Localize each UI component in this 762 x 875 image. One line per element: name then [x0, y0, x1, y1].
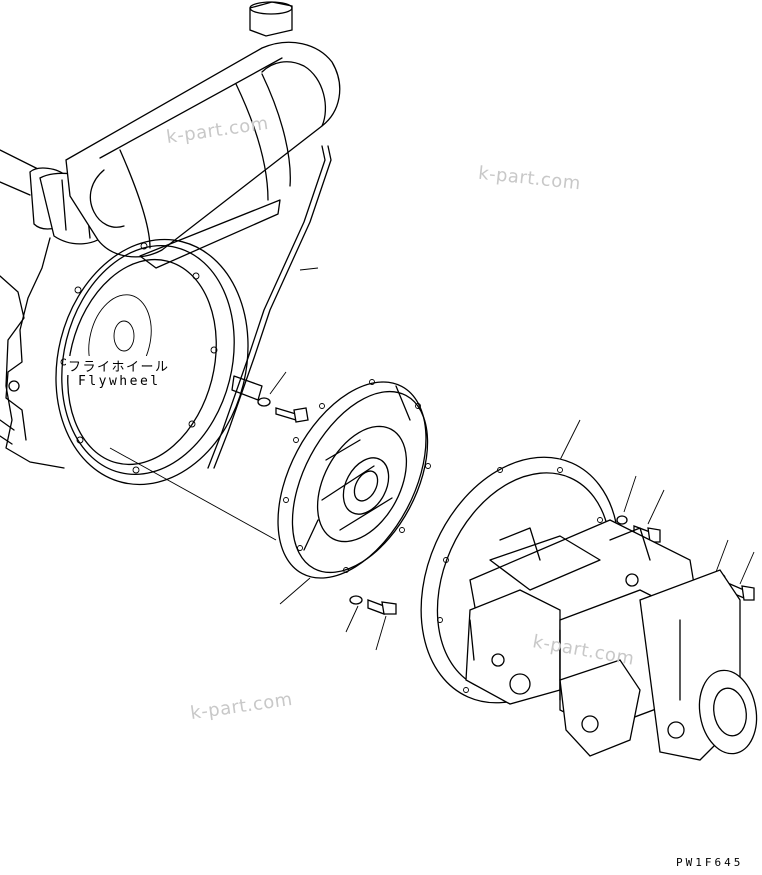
- disc-bolt-holes: [283, 379, 431, 573]
- flywheel-bolt-holes: [60, 242, 218, 474]
- engine-housing: [0, 237, 65, 469]
- muffler: [65, 1, 341, 269]
- drawing-code: PW1F645: [676, 856, 744, 869]
- pump-flange-holes: [437, 467, 603, 693]
- damper-disc: [277, 379, 431, 579]
- flywheel-label-en: Flywheel: [76, 374, 163, 389]
- flywheel-label-jp: フライホイール: [66, 356, 172, 375]
- hydraulic-pump-assembly: [420, 456, 758, 761]
- callout-leaders: [269, 267, 755, 651]
